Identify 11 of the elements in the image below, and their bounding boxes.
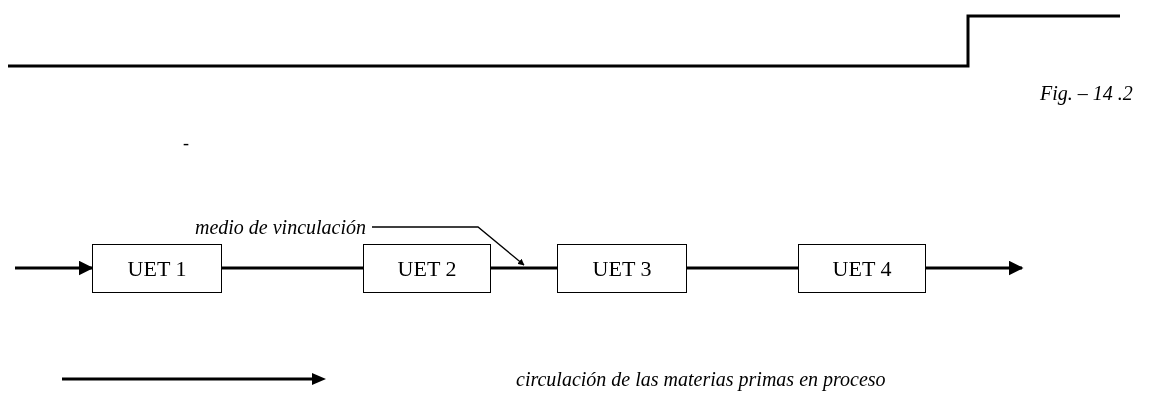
process-box: UET 3 (557, 244, 687, 293)
process-box: UET 2 (363, 244, 491, 293)
process-box: UET 1 (92, 244, 222, 293)
callout-text: medio de vinculación (108, 213, 372, 241)
process-box: UET 4 (798, 244, 926, 293)
legend-text: circulación de las materias primas en proceso (516, 367, 886, 393)
connector-arrow (926, 260, 1024, 276)
leader-line (371, 226, 525, 266)
connector-arrow (15, 260, 94, 276)
figure-number: Fig. – 14 .2 (1040, 81, 1133, 107)
dash-mark: - (183, 132, 189, 155)
